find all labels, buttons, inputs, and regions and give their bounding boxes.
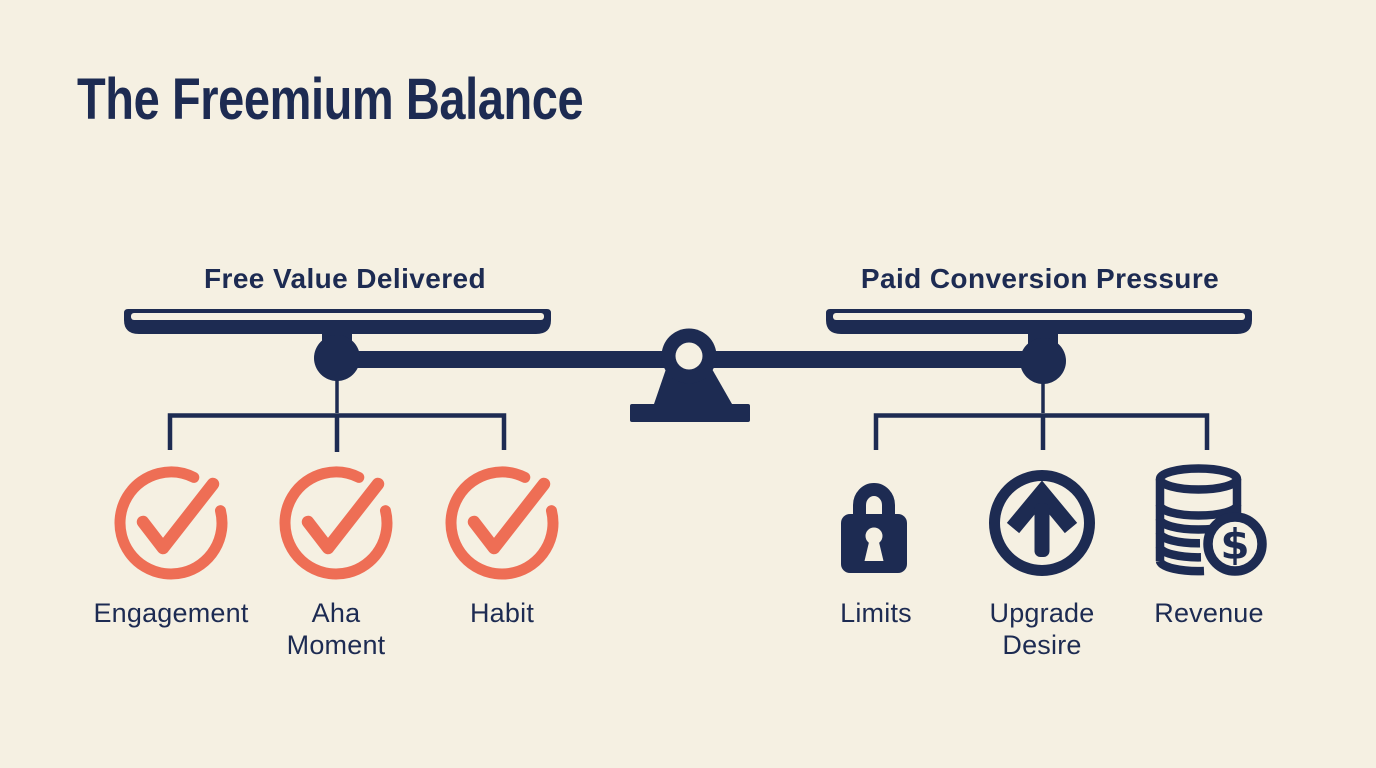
fulcrum [630,328,750,422]
check-circle-icon [109,461,233,585]
left-pan-pivot [314,335,360,381]
item-label-revenue: Revenue [1154,598,1264,628]
item-label-upgrade-desire: Upgrade Desire [989,598,1095,660]
dollar-glyph: $ [1220,520,1249,569]
arrow-up-circle-icon [989,470,1095,576]
item-label-engagement: Engagement [93,598,249,628]
connector-tree-right [873,383,1210,450]
item-label-aha-moment: Aha Moment [286,598,386,660]
lock-icon [841,483,907,573]
right-pan-pivot [1020,338,1066,384]
item-label-limits: Limits [840,598,912,628]
check-circle-icon [274,461,398,585]
check-circle-icon [440,461,564,585]
left-pan-label: Free Value Delivered [204,263,486,294]
coin-stack-dollar-icon: $ [1155,464,1267,576]
item-label-habit: Habit [469,598,535,628]
page-title: The Freemium Balance [77,67,584,132]
connector-tree-left [167,380,507,452]
right-pan [826,309,1252,384]
dollar-coin: $ [1203,512,1267,576]
left-pan [124,309,551,381]
right-pan-label: Paid Conversion Pressure [860,263,1220,294]
